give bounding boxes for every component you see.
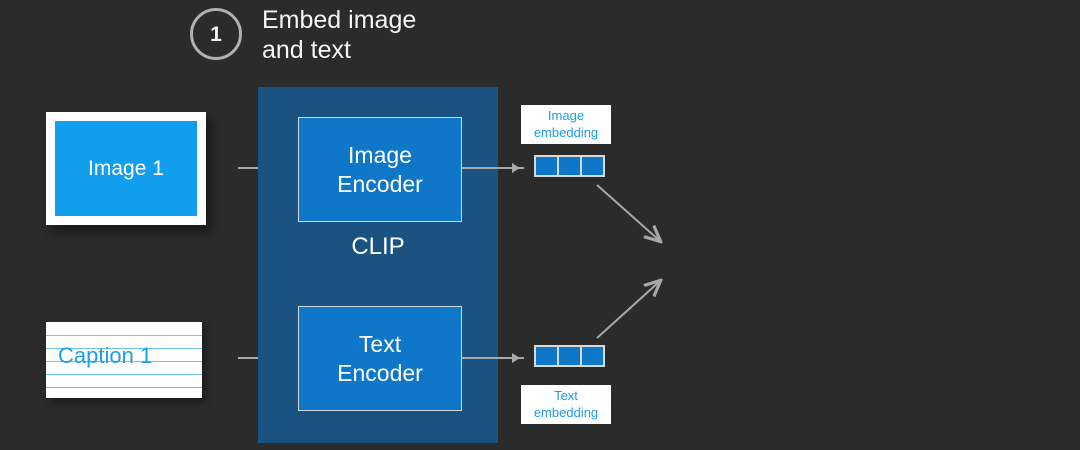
caption-rule-line <box>46 335 202 336</box>
embedding-cell <box>559 157 580 175</box>
image-input-card: Image 1 <box>46 112 206 225</box>
text-embedding-arrowhead-icon <box>512 353 520 363</box>
embedding-cell <box>559 347 580 365</box>
image-embedding-vector <box>534 155 605 177</box>
image-embedding-diagonal-arrow <box>596 184 660 241</box>
image-encoder-label-line2: Encoder <box>337 170 423 197</box>
clip-model-label: CLIP <box>351 233 405 260</box>
text-embedding-vector <box>534 345 605 367</box>
step-number: 1 <box>210 22 222 46</box>
caption-rule-line <box>46 387 202 388</box>
text-encoder-label-line1: Text <box>358 330 402 357</box>
embedding-cell <box>582 347 603 365</box>
text-embedding-diagonal-arrow <box>596 281 660 339</box>
caption-input-label: Caption 1 <box>58 343 153 368</box>
image-encoder-box: Image Encoder <box>298 117 462 222</box>
text-encoder-box: Text Encoder <box>298 306 462 411</box>
text-embedding-label: Text embedding <box>521 385 611 424</box>
image-encoder-label-line1: Image <box>348 141 412 168</box>
text-embedding-connector-line <box>462 357 524 359</box>
caption-input-card: Caption 1 <box>46 322 202 398</box>
caption-rule-line <box>46 348 202 349</box>
embedding-cell <box>536 347 557 365</box>
caption-rule-line <box>46 374 202 375</box>
step-title: Embed image and text <box>262 6 417 64</box>
image-embedding-connector-line <box>462 167 524 169</box>
text-encoder-label-line2: Encoder <box>337 359 423 386</box>
image-embedding-arrowhead-icon <box>512 163 520 173</box>
clip-model-block: Image Encoder CLIP Text Encoder <box>258 87 498 443</box>
embedding-cell <box>582 157 603 175</box>
image-thumbnail: Image 1 <box>55 121 197 216</box>
embedding-cell <box>536 157 557 175</box>
image-embedding-label: Image embedding <box>521 105 611 144</box>
step-number-badge: 1 <box>190 8 242 60</box>
image-input-label: Image 1 <box>88 157 164 180</box>
caption-rule-line <box>46 361 202 362</box>
